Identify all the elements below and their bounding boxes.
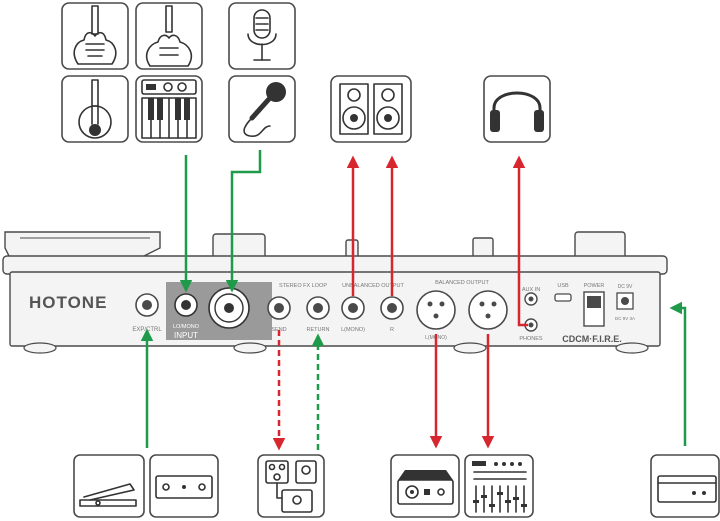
exp-ctrl-jack[interactable] [135,293,159,317]
dc-spec-label: DC 9V 3A [615,316,635,321]
usb-label: USB [557,283,569,289]
unbalanced-r-jack[interactable] [380,296,404,320]
power-supply-to-device-line [669,301,687,446]
unbalanced-r-label: R [390,327,394,333]
balanced-output-label: BALANCED OUTPUT [435,280,489,286]
footswitch-icon [149,454,219,518]
combo-xlr-input-jack[interactable] [208,287,250,329]
fx-return-jack[interactable] [306,296,330,320]
effects-pedals-icon [257,454,325,518]
unbalanced-l-label: L(MONO) [341,327,365,333]
studio-monitor-icon [330,75,412,143]
acoustic-guitar-icon [135,2,203,70]
dc-power-jack[interactable] [616,292,634,310]
input-jack[interactable] [174,293,198,317]
bass-guitar-icon [61,75,129,143]
xlr-left-jack[interactable] [416,290,456,330]
fx-loop-label: STEREO FX LOOP [279,283,327,289]
brand-logo: HOTONE [29,293,107,312]
handheld-microphone-icon [228,75,296,143]
usb-port[interactable] [554,293,572,302]
input-mono-label: LO/MONO [173,324,200,330]
model-logo: CDCM·F.I.R.E. [562,334,622,344]
unbalanced-l-jack[interactable] [341,296,365,320]
keyboard-icon [135,75,203,143]
unbalanced-output-label: UNBALANCED OUTPUT [342,283,404,289]
headphones-icon [483,75,551,143]
input-label: INPUT [174,331,198,340]
phones-label: PHONES [519,336,543,342]
mic-to-xlr-input-line [225,150,262,293]
xlr-right-jack[interactable] [468,290,508,330]
return-label: RETURN [307,327,330,333]
electric-guitar-icon [61,2,129,70]
aux-in-jack[interactable] [524,292,538,306]
power-supply-icon [650,454,720,518]
audio-interface-icon [390,454,460,518]
aux-in-label: AUX IN [522,287,540,293]
dc-label: DC 9V [618,284,633,290]
mixer-icon [464,454,534,518]
studio-microphone-icon [228,2,296,70]
power-switch[interactable] [583,291,605,327]
expression-pedal-icon [73,454,145,518]
phones-to-headphones-line [512,155,528,327]
fx-send-jack[interactable] [267,296,291,320]
power-label: POWER [584,283,605,289]
